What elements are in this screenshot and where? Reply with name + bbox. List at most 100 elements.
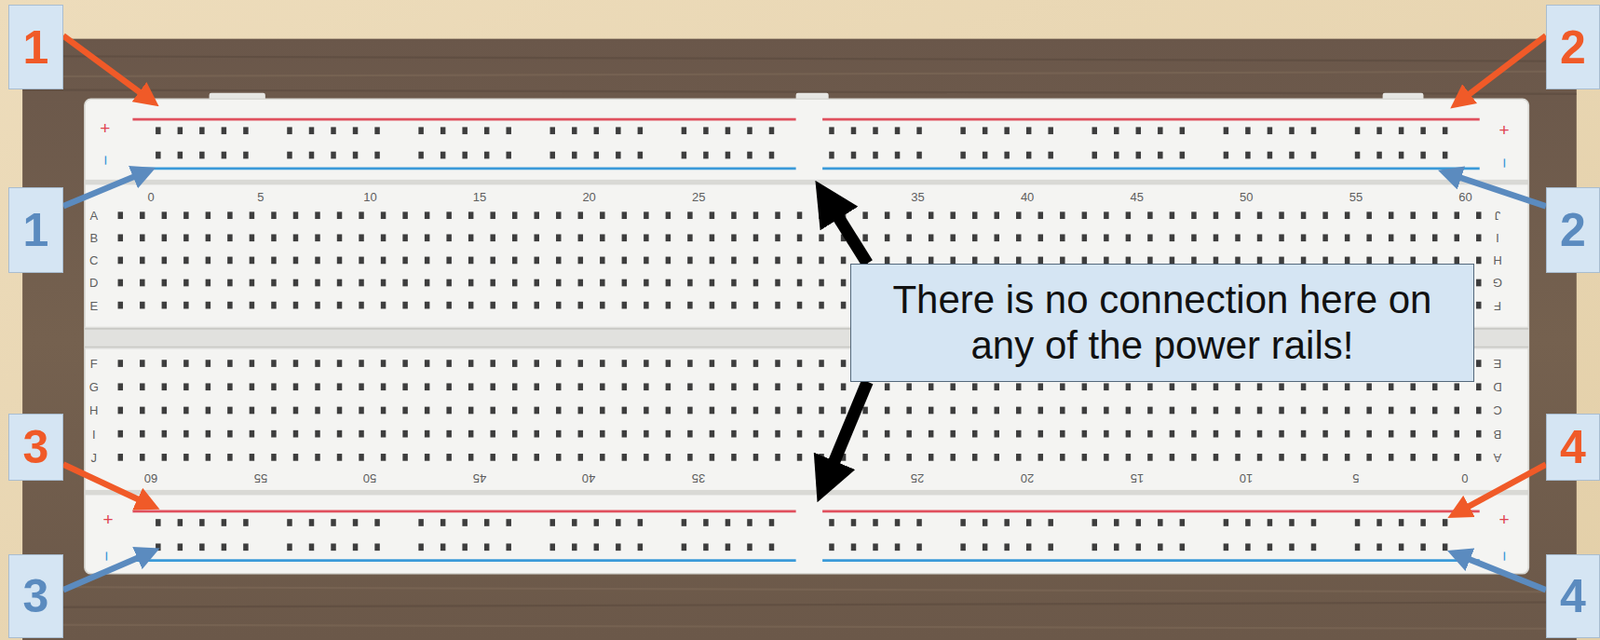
hole xyxy=(872,542,878,551)
hole xyxy=(550,126,556,135)
hole xyxy=(1344,382,1350,391)
hole xyxy=(183,430,189,438)
hole xyxy=(227,359,232,367)
hole xyxy=(703,542,708,551)
hole xyxy=(1245,542,1250,551)
hole xyxy=(1179,126,1185,135)
hole xyxy=(314,453,320,462)
hole xyxy=(1234,430,1240,438)
hole xyxy=(118,279,123,287)
hole xyxy=(818,359,824,367)
hole xyxy=(418,151,423,160)
hole xyxy=(681,518,687,527)
hole xyxy=(330,518,336,527)
hole xyxy=(797,359,802,367)
hole xyxy=(960,542,965,551)
hole xyxy=(534,359,540,367)
hole xyxy=(1376,518,1382,527)
column-number: 55 xyxy=(253,471,267,484)
hole xyxy=(643,211,649,219)
hole xyxy=(1476,430,1481,438)
hole xyxy=(1038,211,1044,219)
hole xyxy=(534,382,540,391)
hole xyxy=(424,382,430,391)
hole xyxy=(139,233,145,242)
hole xyxy=(774,359,780,367)
hole xyxy=(1344,233,1350,242)
hole xyxy=(177,126,183,135)
column-number: 5 xyxy=(257,190,264,204)
hole xyxy=(1322,382,1328,391)
leader-arrow xyxy=(63,464,153,507)
hole xyxy=(227,406,232,415)
hole xyxy=(1038,382,1044,391)
hole xyxy=(972,406,977,415)
hole xyxy=(1267,126,1273,135)
hole xyxy=(1191,406,1196,415)
hole xyxy=(468,359,474,367)
hole xyxy=(665,211,671,219)
hole xyxy=(424,233,430,242)
hole xyxy=(1113,542,1119,551)
hole xyxy=(380,382,386,391)
hole xyxy=(555,430,561,438)
callout-number-text: 4 xyxy=(1559,572,1587,620)
breadboard-body xyxy=(84,93,1529,574)
hole xyxy=(643,453,649,462)
hole xyxy=(687,430,692,438)
hole xyxy=(555,359,561,367)
hole xyxy=(797,453,802,462)
hole xyxy=(1454,211,1460,219)
hole xyxy=(1082,453,1087,462)
hole xyxy=(424,211,430,219)
hole xyxy=(753,257,759,265)
hole xyxy=(271,211,276,219)
hole xyxy=(271,257,276,265)
hole xyxy=(139,279,145,287)
row-letter: E xyxy=(89,298,98,312)
hole xyxy=(665,453,671,462)
hole xyxy=(1092,518,1098,527)
hole xyxy=(243,151,248,160)
hole xyxy=(1179,542,1185,551)
hole xyxy=(286,542,292,551)
callout-number: 3 xyxy=(8,413,64,481)
hole xyxy=(468,453,474,462)
hole xyxy=(753,301,759,310)
hole xyxy=(534,233,540,242)
hole xyxy=(1442,518,1448,527)
hole xyxy=(243,126,248,135)
callout-number: 1 xyxy=(8,187,64,273)
hole xyxy=(622,233,627,242)
hole xyxy=(731,359,736,367)
hole xyxy=(380,301,386,310)
column-number: 10 xyxy=(1239,471,1253,484)
hole xyxy=(643,406,649,415)
hole xyxy=(337,406,342,415)
hole xyxy=(352,542,358,551)
hole xyxy=(665,359,671,367)
hole xyxy=(571,151,577,160)
hole xyxy=(534,301,540,310)
hole xyxy=(884,453,890,462)
hole xyxy=(1136,542,1141,551)
hole xyxy=(769,542,774,551)
hole xyxy=(1169,233,1175,242)
leader-arrow xyxy=(63,170,150,206)
hole xyxy=(960,126,965,135)
hole xyxy=(271,359,276,367)
hole xyxy=(1432,211,1438,219)
hole xyxy=(118,453,123,462)
hole xyxy=(818,382,824,391)
row-letter: C xyxy=(89,254,98,267)
hole xyxy=(1366,211,1371,219)
hole xyxy=(774,382,780,391)
hole xyxy=(1234,382,1240,391)
hole xyxy=(1038,430,1044,438)
hole xyxy=(1169,211,1175,219)
hole xyxy=(374,151,380,160)
hole xyxy=(314,406,320,415)
hole xyxy=(249,301,255,310)
hole xyxy=(709,453,715,462)
hole xyxy=(227,233,232,242)
